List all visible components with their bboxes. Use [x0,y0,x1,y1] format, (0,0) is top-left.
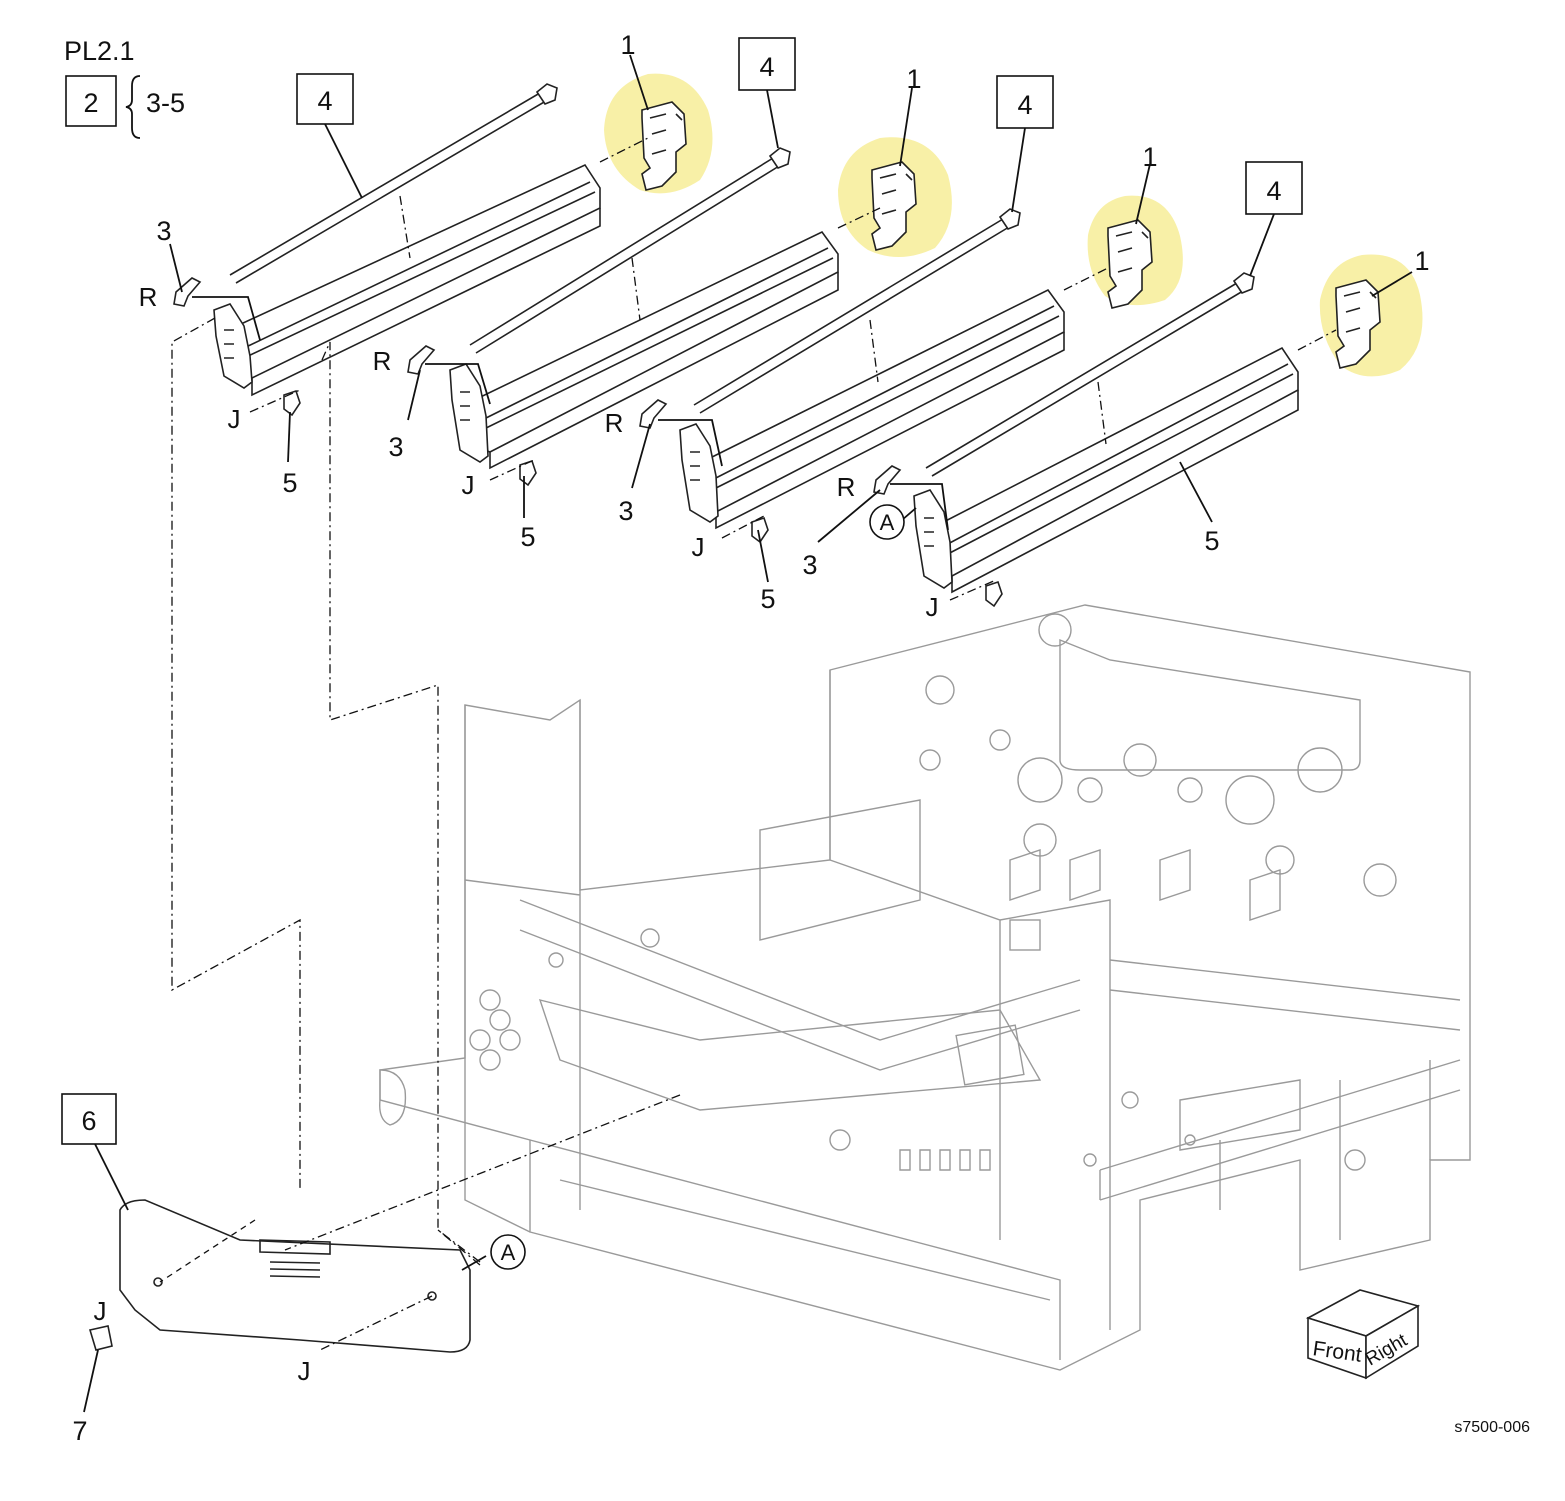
group-brace [125,75,141,139]
part3-lever-1 [173,277,202,307]
part4-rod-2 [469,147,791,354]
callout-box-4c [996,75,1054,129]
callout-4d: 4 [1266,176,1281,206]
transfer-assembly-2 [449,230,839,470]
ref-r-3: R [605,408,624,438]
ref-a-circle-1 [869,504,905,540]
callout-4b: 4 [759,52,774,82]
callout-1a: 1 [620,30,635,60]
callout-1b: 1 [906,64,921,94]
transfer-assembly-3 [679,288,1065,530]
callout-3a: 3 [156,216,171,246]
ref-a-2: A [501,1240,516,1265]
part5-clip-3 [751,516,769,544]
callout-5b: 5 [520,522,535,552]
callout-4c: 4 [1017,90,1032,120]
part6-cover [119,1199,471,1353]
part1-bracket-2 [871,161,917,251]
part3-lever-3 [639,399,668,429]
callout-box-6 [61,1093,117,1145]
drawing-id: s7500-006 [1454,1419,1530,1436]
group-number: 2 [83,88,98,118]
part3-lever-4 [873,465,902,495]
printer-frame [379,604,1471,1371]
callout-7: 7 [72,1416,87,1446]
part4-rod-4 [925,272,1255,477]
callout-3b: 3 [388,432,403,462]
part4-rod-1 [229,83,558,284]
ref-j-1: J [228,404,241,434]
part1-bracket-3 [1107,219,1153,309]
reference-lines [159,137,1337,1351]
group-range: 3-5 [146,88,185,118]
page-ref-label: PL2.1 [64,36,135,66]
ref-j-4: J [926,592,939,622]
ref-j-5: J [94,1296,107,1326]
part5-clip-2 [519,459,537,487]
transfer-assembly-1 [213,163,601,397]
callout-leaders [83,54,1413,1413]
part5-clip-4 [985,580,1003,608]
callout-5c: 5 [760,584,775,614]
callout-1c: 1 [1142,142,1157,172]
part4-rod-3 [693,208,1021,414]
ref-r-1: R [139,282,158,312]
orientation-cube: Front Right [1305,1289,1421,1380]
part1-bracket-1 [641,101,687,191]
transfer-assembly-4 [913,346,1299,594]
callout-5d: 5 [1204,526,1219,556]
callout-1d: 1 [1414,246,1429,276]
ref-j-2: J [462,470,475,500]
callout-4a: 4 [317,86,332,116]
part3-lever-2 [407,345,436,375]
ref-j-3: J [692,532,705,562]
callout-3c: 3 [618,496,633,526]
ref-j-6: J [298,1356,311,1386]
ref-r-2: R [373,346,392,376]
ref-a-circle-2 [490,1234,526,1270]
part5-clip-1 [283,389,301,417]
callout-6: 6 [81,1106,96,1136]
callout-5a: 5 [282,468,297,498]
ref-r-4: R [837,472,856,502]
part7-clip [88,1325,113,1351]
ref-a-1: A [880,510,895,535]
callout-3d: 3 [802,550,817,580]
group-box [65,75,117,127]
